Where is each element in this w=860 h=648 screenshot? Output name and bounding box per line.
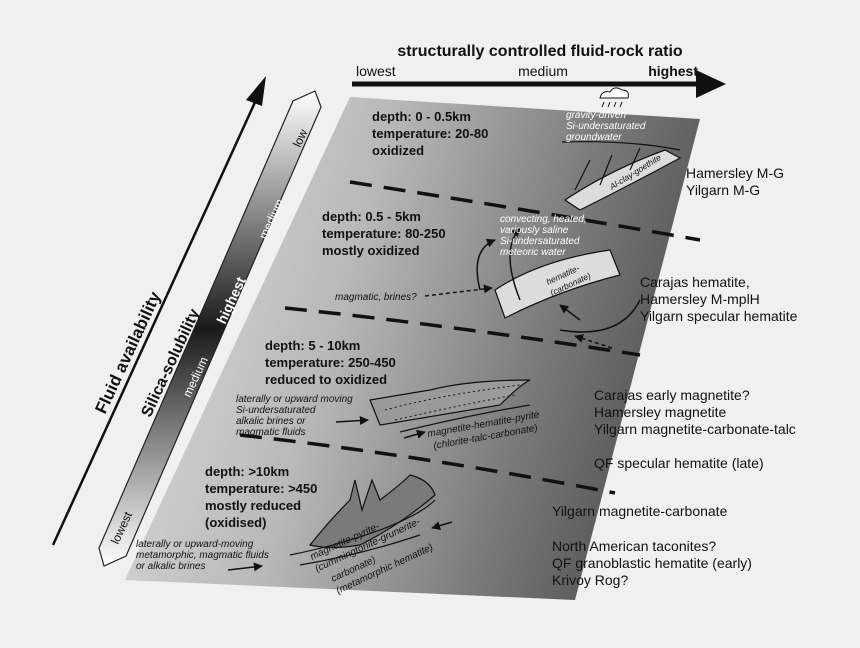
deposit-hamersley-magnetite: Hamersley magnetite xyxy=(594,404,726,420)
groundwater-line2: Si-undersaturated xyxy=(566,121,646,132)
zone1-depth: depth: 0 - 0.5km xyxy=(372,109,471,124)
deposit-carajas-hematite: Carajas hematite, xyxy=(640,274,750,290)
alkalic-line3: alkalic brines or xyxy=(236,416,306,427)
deposit-qf-specular: QF specular hematite (late) xyxy=(594,455,764,471)
meteoric-line3: Si-undersaturated xyxy=(500,236,580,247)
deposit-na-taconites: North American taconites? xyxy=(552,538,716,554)
zone3-state: reduced to oxidized xyxy=(265,372,387,387)
metamorphic-line2: metamorphic, magmatic fluids xyxy=(136,550,269,561)
zone4-geology xyxy=(227,474,453,572)
deposit-hamersley-mmplh: Hamersley M-mplH xyxy=(640,291,760,307)
axis-lowest-label: lowest xyxy=(356,63,396,79)
zone1-geology xyxy=(561,87,682,211)
zone2-state: mostly oxidized xyxy=(322,243,420,258)
silica-solubility-bar xyxy=(98,90,322,567)
deposit-yilgarn-mc: Yilgarn magnetite-carbonate xyxy=(552,503,728,519)
deposit-carajas-magnetite: Carajas early magnetite? xyxy=(594,387,750,403)
deposit-yilgarn-mg: Yilgarn M-G xyxy=(686,182,760,198)
alkalic-line4: magmatic fluids xyxy=(236,427,305,438)
zone3-depth: depth: 5 - 10km xyxy=(265,338,360,353)
meteoric-line1: convecting, heated, xyxy=(500,214,587,225)
deposit-hamersley-mg: Hamersley M-G xyxy=(686,165,784,181)
magmatic-brines-label: magmatic, brines? xyxy=(335,292,417,303)
alkalic-line2: Si-undersaturated xyxy=(236,405,316,416)
zone4-state: mostly reduced xyxy=(205,498,301,513)
meteoric-line4: meteoric water xyxy=(500,247,566,258)
zone4-state2: (oxidised) xyxy=(205,515,266,530)
deposit-yilgarn-mct: Yilgarn magnetite-carbonate-talc xyxy=(594,421,796,437)
zone3-temperature: temperature: 250-450 xyxy=(265,355,396,370)
zone2-temperature: temperature: 80-250 xyxy=(322,226,446,241)
fluid-availability-arrow xyxy=(51,99,258,546)
alkalic-line1: laterally or upward moving xyxy=(236,394,353,405)
rain-cloud-icon xyxy=(599,87,629,108)
zone1-temperature: temperature: 20-80 xyxy=(372,126,488,141)
boundary-3 xyxy=(239,433,616,495)
boundary-2 xyxy=(284,306,641,357)
fluid-rock-arrowhead xyxy=(696,70,726,98)
fluid-rock-title: structurally controlled fluid-rock ratio xyxy=(397,43,683,60)
metamorphic-line1: laterally or upward-moving xyxy=(136,539,254,550)
zone4-temperature: temperature: >450 xyxy=(205,481,317,496)
zone4-depth: depth: >10km xyxy=(205,464,289,479)
boundary-1 xyxy=(349,180,701,242)
deposit-krivoy-rog: Krivoy Rog? xyxy=(552,572,628,588)
zone1-state: oxidized xyxy=(372,143,424,158)
gradient-panel xyxy=(125,97,700,600)
zone2-geology xyxy=(424,227,641,349)
deposit-qf-granoblastic: QF granoblastic hematite (early) xyxy=(552,555,752,571)
deposit-yilgarn-specular: Yilgarn specular hematite xyxy=(640,308,798,324)
axis-highest-label: highest xyxy=(648,63,698,79)
fluid-availability-arrowhead xyxy=(246,76,266,106)
zone2-depth: depth: 0.5 - 5km xyxy=(322,209,421,224)
groundwater-line3: groundwater xyxy=(566,132,622,143)
groundwater-line1: gravity-driven xyxy=(566,110,626,121)
axis-medium-label: medium xyxy=(518,63,568,79)
zone3-geology xyxy=(335,379,531,439)
meteoric-line2: variously saline xyxy=(500,225,569,236)
metamorphic-line3: or alkalic brines xyxy=(136,561,205,572)
